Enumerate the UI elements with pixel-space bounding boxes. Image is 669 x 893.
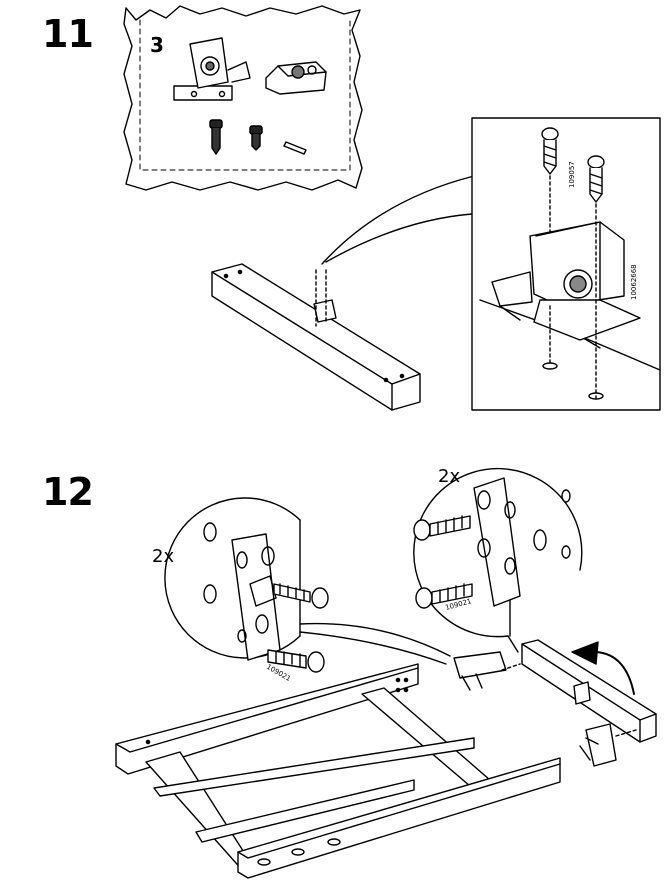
- multiplier-label-left: 2x: [152, 546, 174, 567]
- callout-line: [325, 213, 473, 263]
- bracket-assembly: [579, 723, 637, 767]
- bag-quantity: 3: [150, 33, 164, 57]
- detail-circle-left: [164, 497, 329, 673]
- wooden-rail: [211, 263, 421, 411]
- callout-line: [299, 622, 451, 657]
- callout-line: [299, 631, 447, 665]
- rotate-arrow-icon: [571, 641, 635, 695]
- side-rail: [521, 639, 657, 743]
- parts-bag: [123, 5, 363, 191]
- step-number-12: 12: [42, 470, 94, 514]
- detail-circle-right: [413, 467, 583, 638]
- part-code-label: 10062668: [630, 264, 638, 300]
- step-number-11: 11: [42, 12, 94, 56]
- bracket-assembly: [453, 651, 521, 691]
- callout-line: [321, 175, 475, 265]
- part-code-label: 109057: [568, 161, 576, 188]
- long-screw-part: [209, 119, 223, 155]
- detail-box: [471, 117, 661, 411]
- multiplier-label-right: 2x: [438, 466, 460, 487]
- connector-block-part: [265, 61, 327, 95]
- dowel-pin-part: [283, 141, 307, 155]
- short-screw-part: [249, 125, 263, 151]
- hinge-bracket-part: [173, 37, 251, 101]
- hinge-on-rail: [313, 269, 337, 327]
- bed-frame: [115, 663, 561, 879]
